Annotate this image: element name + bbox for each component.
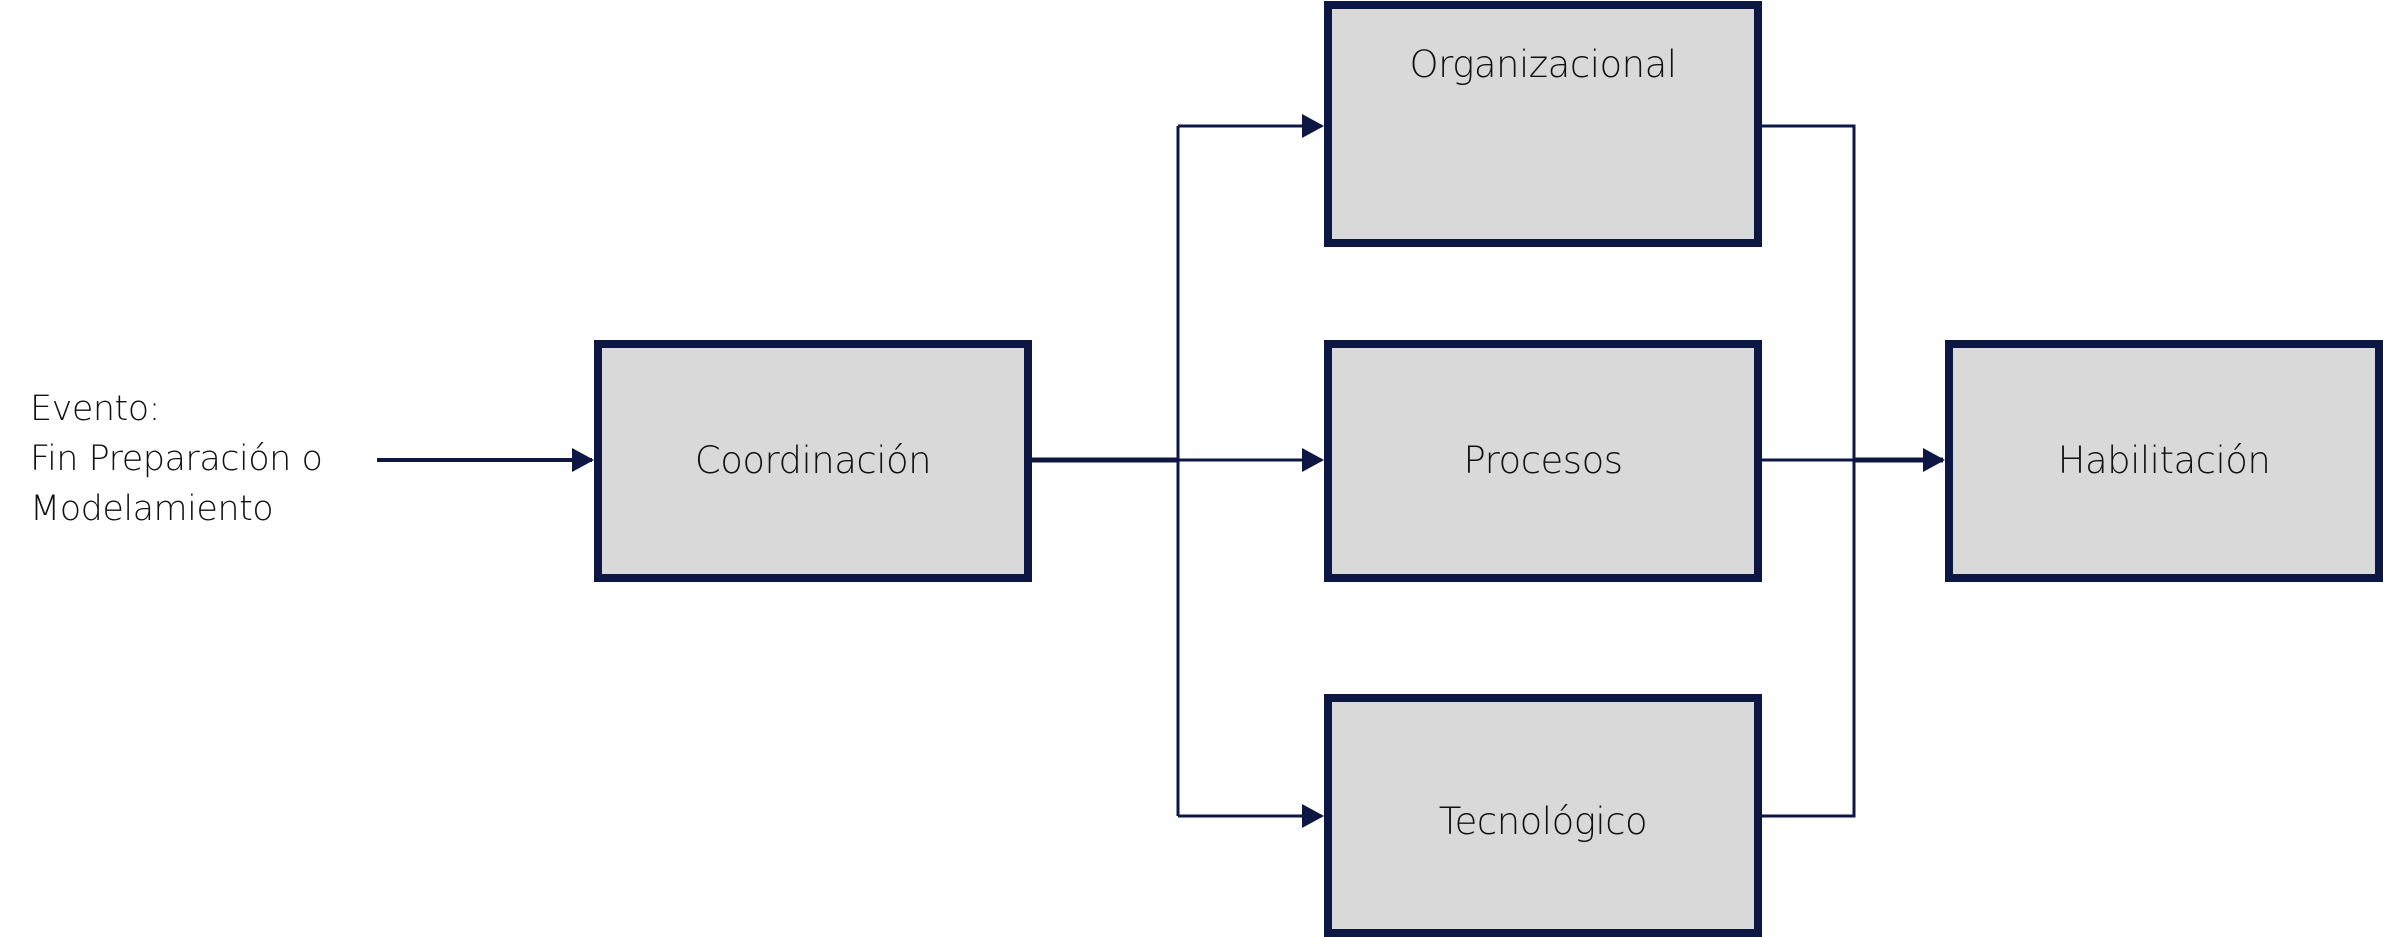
coordination-box: Coordinación (594, 340, 1032, 582)
arrowhead-technological (1302, 804, 1324, 828)
organizational-box: Organizacional (1324, 1, 1762, 247)
arrowhead-organizational (1302, 114, 1324, 138)
organizational-label: Organizacional (1409, 42, 1677, 86)
coordination-label: Coordinación (694, 438, 932, 482)
event-line: Evento: (30, 389, 160, 429)
event-line: Modelamiento (30, 489, 274, 529)
technological-box: Tecnológico (1324, 694, 1762, 937)
processes-label: Procesos (1463, 438, 1624, 482)
processes-box: Procesos (1324, 340, 1762, 582)
arrowhead-processes (1302, 448, 1324, 472)
arrowheads (572, 114, 1945, 828)
merge-line-right (1760, 124, 1856, 818)
enablement-label: Habilitación (2057, 438, 2271, 482)
event-line: Fin Preparación o (30, 439, 323, 479)
technological-label: Tecnológico (1438, 800, 1648, 843)
arrowhead-coordination (572, 448, 594, 472)
event-label: Evento: Fin Preparación o Modelamiento (30, 384, 323, 534)
arrowhead-enablement (1923, 448, 1945, 472)
enablement-box: Habilitación (1945, 340, 2383, 582)
